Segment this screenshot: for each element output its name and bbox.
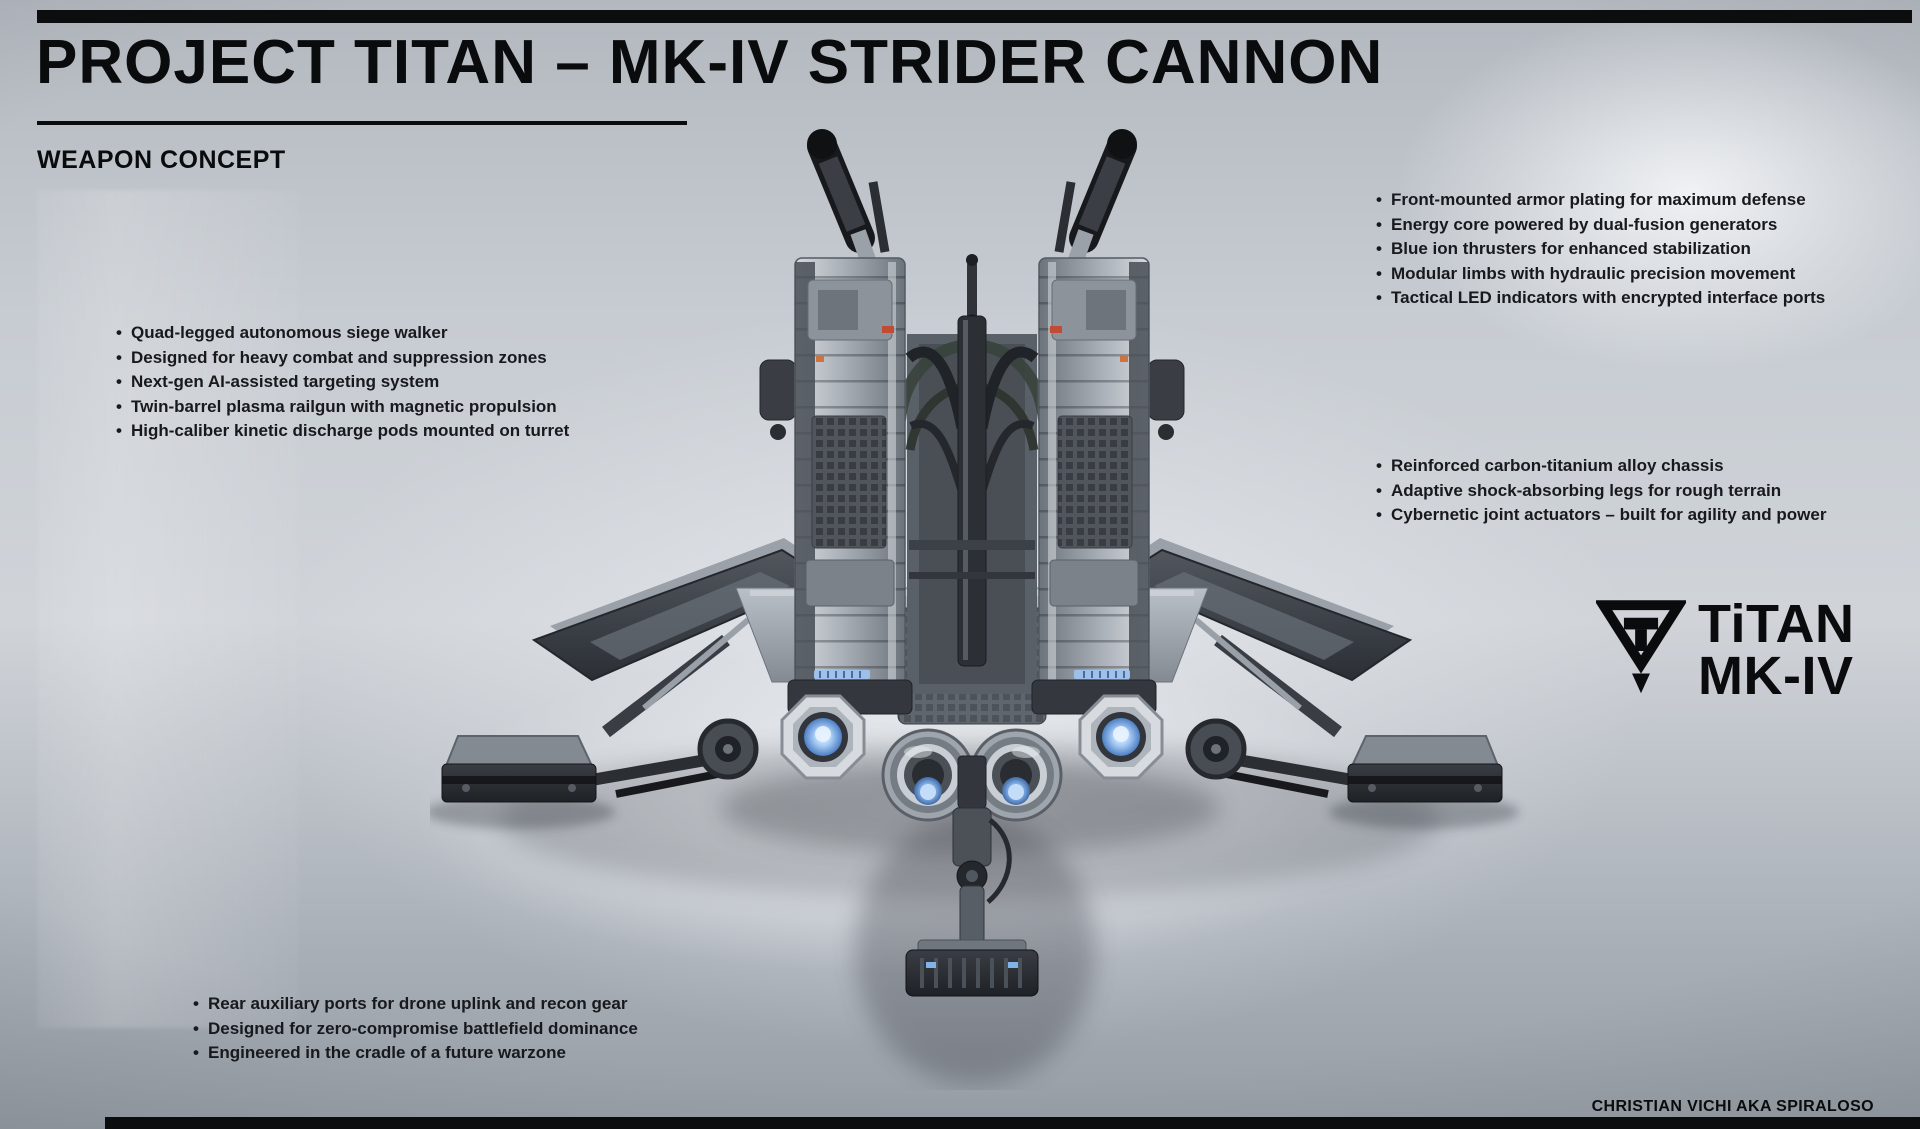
mech-render <box>425 120 1545 1090</box>
feature-list-right-top: Front-mounted armor plating for maximum … <box>1374 188 1825 311</box>
left-pod <box>780 694 866 780</box>
feature-item: Reinforced carbon-titanium alloy chassis <box>1374 454 1826 479</box>
feature-item: Designed for heavy combat and suppressio… <box>114 346 569 371</box>
feature-list-left: Quad-legged autonomous siege walker Desi… <box>114 321 569 444</box>
feature-item: Blue ion thrusters for enhanced stabiliz… <box>1374 237 1825 262</box>
feature-item: Adaptive shock-absorbing legs for rough … <box>1374 479 1826 504</box>
titan-triangle-icon <box>1594 598 1688 704</box>
feature-item: Front-mounted armor plating for maximum … <box>1374 188 1825 213</box>
feature-item: Cybernetic joint actuators – built for a… <box>1374 503 1826 528</box>
titan-logo: TiTAN MK-IV <box>1594 594 1855 706</box>
left-thruster-lens <box>881 728 975 822</box>
page-title: PROJECT TITAN – MK-IV STRIDER CANNON <box>36 28 1384 97</box>
logo-line1: TiTAN <box>1698 594 1855 654</box>
tail-arm <box>905 807 1039 997</box>
title-underline <box>37 121 687 125</box>
feature-item: Next-gen AI-assisted targeting system <box>114 370 569 395</box>
feature-item: Engineered in the cradle of a future war… <box>191 1041 638 1066</box>
feature-item: Modular limbs with hydraulic precision m… <box>1374 262 1825 287</box>
feature-item: Energy core powered by dual-fusion gener… <box>1374 213 1825 238</box>
feature-item: Tactical LED indicators with encrypted i… <box>1374 286 1825 311</box>
feature-item: High-caliber kinetic discharge pods moun… <box>114 419 569 444</box>
feature-list-right-middle: Reinforced carbon-titanium alloy chassis… <box>1374 454 1826 528</box>
lens-connector <box>957 755 987 809</box>
logo-line2: MK-IV <box>1698 646 1854 706</box>
feature-item: Designed for zero-compromise battlefield… <box>191 1017 638 1042</box>
center-core <box>894 254 1050 694</box>
feature-item: Rear auxiliary ports for drone uplink an… <box>191 992 638 1017</box>
feature-item: Quad-legged autonomous siege walker <box>114 321 569 346</box>
feature-list-bottom-left: Rear auxiliary ports for drone uplink an… <box>191 992 638 1066</box>
left-tower <box>759 129 913 715</box>
left-leg <box>441 538 829 803</box>
feature-item: Twin-barrel plasma railgun with magnetic… <box>114 395 569 420</box>
bottom-divider-bar <box>105 1117 1920 1129</box>
right-pod <box>1078 694 1164 780</box>
logo-text: TiTAN MK-IV <box>1698 594 1855 706</box>
backdrop-panel <box>37 190 299 1028</box>
artist-credit: CHRISTIAN VICHI AKA SPIRALOSO <box>1591 1098 1874 1115</box>
subtitle: WEAPON CONCEPT <box>37 146 286 174</box>
top-divider-bar <box>37 10 1912 23</box>
